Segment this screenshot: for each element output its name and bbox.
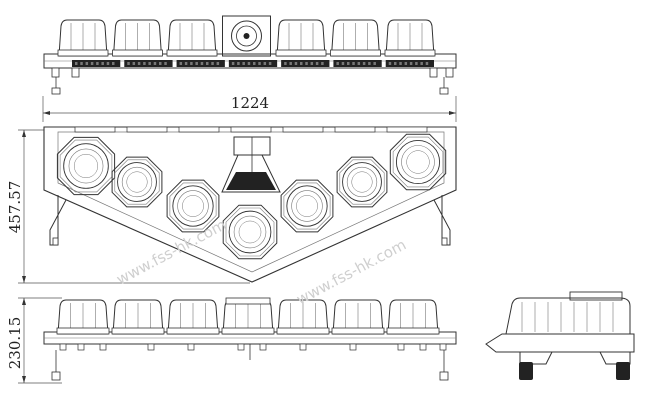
plan-lamp: [280, 179, 334, 233]
front-foot: [439, 371, 449, 381]
side-base: [485, 333, 635, 353]
rail-tab: [282, 126, 324, 133]
top-dome-lamp: [57, 19, 109, 57]
side-left-knob: [519, 362, 533, 380]
led-strip: [333, 60, 382, 67]
front-underside-part: [439, 343, 447, 351]
front-underside-part: [259, 343, 267, 351]
rail-tab: [178, 126, 220, 133]
plan-lamp: [56, 136, 116, 196]
top-foot: [445, 67, 454, 78]
rail-tab: [230, 126, 272, 133]
front-foot: [51, 371, 61, 381]
plan-speaker: [221, 136, 281, 193]
height-dimension: 230.15: [6, 297, 62, 384]
plan-lamp: [222, 204, 278, 260]
side-view-lightbar: [485, 291, 635, 380]
front-underside-part: [99, 343, 107, 351]
top-foot-lower: [51, 87, 61, 95]
front-dome-lamp: [386, 299, 440, 335]
depth-dimension: 457.57: [6, 129, 250, 284]
front-dome-lamp: [111, 299, 165, 335]
top-speaker-cone: [231, 20, 262, 52]
front-underside-part: [397, 343, 405, 351]
front-dome-lamp: [166, 299, 220, 335]
front-dome-lamp: [56, 299, 110, 335]
front-underside-part: [349, 343, 357, 351]
top-dome-lamp: [275, 19, 327, 57]
led-strip: [72, 60, 121, 67]
front-underside-part: [77, 343, 85, 351]
top-foot: [51, 67, 60, 78]
side-dome: [505, 297, 631, 335]
rail-tab: [74, 126, 116, 133]
height-label: 230.15: [6, 317, 24, 370]
top-dome-lamp: [166, 19, 218, 57]
width-dimension: 1224: [42, 94, 457, 122]
front-dome-lamp: [221, 299, 275, 335]
plan-lamp: [336, 156, 388, 208]
front-underside-part: [419, 343, 427, 351]
front-underside-part: [59, 343, 67, 351]
top-dome-lamp: [330, 19, 381, 57]
rail-tab: [386, 126, 428, 133]
top-foot: [71, 67, 80, 78]
top-dome-lamp: [112, 19, 163, 57]
side-right-knob: [616, 362, 630, 380]
depth-label: 457.57: [6, 181, 24, 234]
plan-view-triangle: [43, 126, 457, 283]
rail-tab: [334, 126, 376, 133]
front-underside-part: [187, 343, 195, 351]
top-foot: [429, 67, 438, 78]
front-view-lightbar: [43, 297, 457, 381]
watermark-left: www.fss-hk.com: [113, 216, 229, 289]
front-dome-lamp: [276, 299, 330, 335]
top-dome-lamp: [384, 19, 436, 57]
front-dome-lamp: [331, 299, 385, 335]
plan-lamp: [166, 179, 220, 233]
watermark-right: www.fss-hk.com: [293, 236, 409, 309]
plan-lamp: [111, 156, 163, 208]
side-top-cap: [569, 291, 623, 301]
top-speaker-box: [222, 15, 271, 57]
front-underside-part: [147, 343, 155, 351]
left-bracket: [49, 195, 67, 246]
plan-lamp: [389, 133, 447, 191]
top-foot-lower: [439, 87, 449, 95]
front-underside-part: [299, 343, 307, 351]
front-center-cap: [225, 297, 271, 305]
rail-tab: [126, 126, 168, 133]
front-underside-part: [237, 343, 245, 351]
plan-inner-frame: [57, 131, 445, 273]
top-view-lightbar: [43, 15, 457, 95]
right-bracket: [433, 195, 451, 246]
width-label: 1224: [231, 94, 269, 112]
